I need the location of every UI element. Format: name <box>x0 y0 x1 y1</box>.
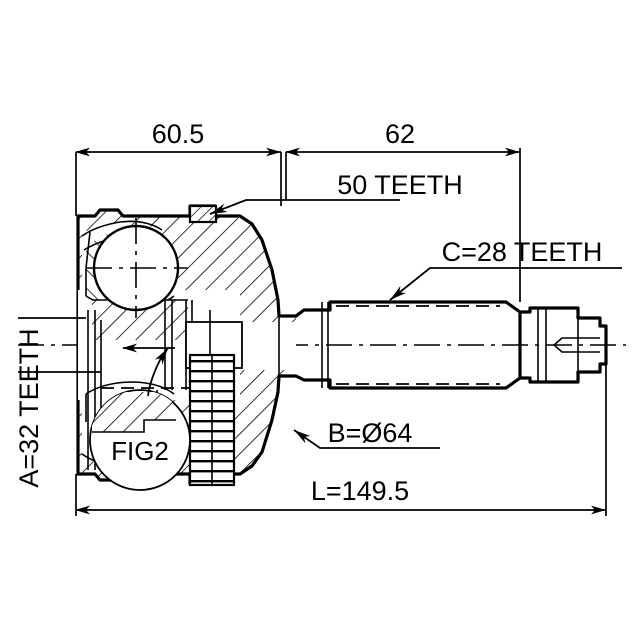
shaft-outline <box>294 300 522 390</box>
leader-c28 <box>389 267 622 301</box>
fig2-hatch-region <box>92 392 172 432</box>
annotation-a-32-teeth: A=32 TEETH <box>14 328 44 487</box>
shaft-end-bore <box>552 337 600 353</box>
fig2-detail-callout[interactable]: FIG2 <box>89 389 191 491</box>
abs-tone-ring <box>188 353 236 487</box>
label-c28-teeth: C=28 TEETH <box>442 237 603 267</box>
dimension-overall-length: L=149.5 <box>75 364 607 516</box>
dimension-60-5: 60.5 <box>75 119 282 216</box>
cage-edge-left2-top <box>85 231 91 269</box>
cage-arc-outer-top <box>81 220 163 237</box>
annotation-50-teeth: 50 TEETH <box>209 170 463 215</box>
fig2-profile-line <box>92 419 176 433</box>
shaft-end-outline <box>518 306 608 384</box>
dimension-label-62: 62 <box>385 119 415 149</box>
label-b64: B=Ø64 <box>328 418 413 448</box>
output-shaft <box>294 300 608 390</box>
dimension-label-L: L=149.5 <box>311 476 409 506</box>
annotation-b-diameter: B=Ø64 <box>293 418 440 449</box>
leader-50-teeth <box>209 199 400 215</box>
inner-race-hatch-top <box>92 300 188 340</box>
snap-ring-groove-rect <box>188 204 218 224</box>
label-50-teeth: 50 TEETH <box>337 170 463 200</box>
annotation-c-28-teeth: C=28 TEETH <box>389 237 622 301</box>
leader-b64 <box>293 429 440 449</box>
snap-ring-groove <box>188 204 218 224</box>
fig2-leader-line <box>147 347 169 397</box>
dimension-62: 62 <box>285 119 521 302</box>
label-a32-teeth: A=32 TEETH <box>14 328 44 487</box>
fig2-label: FIG2 <box>111 436 169 466</box>
dimension-label-605: 60.5 <box>152 119 205 149</box>
